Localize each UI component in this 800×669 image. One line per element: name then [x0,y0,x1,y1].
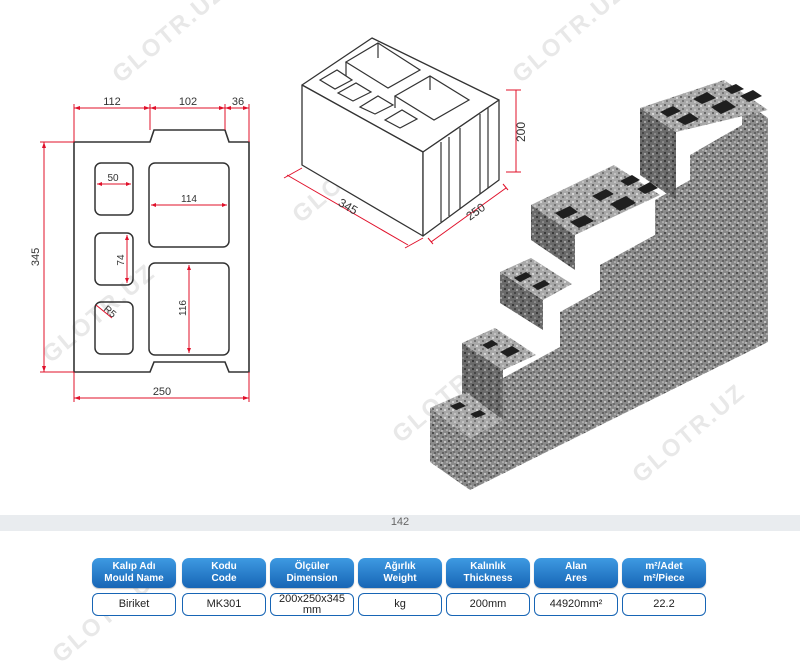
cell-code: MK301 [182,593,266,616]
col-area: Alan Ares 44920mm² [534,558,618,616]
header-tr: Ölçüler [294,561,330,572]
dim-top-middle: 102 [179,96,197,108]
header-dimension: Ölçüler Dimension [270,558,354,588]
cell-mould-name: Biriket [92,593,176,616]
cell-weight: kg [358,593,442,616]
isometric-view: 200 345 250 [283,37,528,249]
header-per-piece: m²/Adet m²/Piece [622,558,706,588]
small-cavity [94,162,134,216]
dim-large-hole-height: 116 [178,300,189,316]
small-cavity [94,232,134,286]
plan-view: 112 102 36 345 50 114 74 116 R5 250 [30,96,250,402]
large-cavity [148,162,230,248]
block-outline [73,129,250,373]
cell-area: 44920mm² [534,593,618,616]
header-en: Weight [383,573,417,584]
dim-bottom-width: 250 [153,386,171,398]
header-en: Ares [564,573,588,584]
iso-dim-length: 345 [336,195,361,217]
cell-thickness: 200mm [446,593,530,616]
header-tr: Kalınlık [470,561,506,572]
header-thickness: Kalınlık Thickness [446,558,530,588]
page-band [0,515,800,531]
col-mould-name: Kalıp Adı Mould Name Biriket [92,558,176,616]
header-area: Alan Ares [534,558,618,588]
header-tr: m²/Adet [645,561,683,572]
header-weight: Ağırlık Weight [358,558,442,588]
cell-per-piece: 22.2 [622,593,706,616]
dim-large-hole-width: 114 [181,194,197,205]
header-tr: Kalıp Adı [112,561,156,572]
cell-dimension: 200x250x345 mm [270,593,354,616]
iso-dim-height: 200 [514,122,528,142]
header-tr: Alan [565,561,587,572]
block-wall-render [430,80,768,490]
header-code: Kodu Code [182,558,266,588]
small-cavity [94,301,134,355]
header-en: Code [211,573,237,584]
header-tr: Kodu [211,561,237,572]
dim-corner-radius: R5 [101,304,118,321]
dim-small-hole-height: 74 [116,254,127,266]
page-number: 142 [390,516,410,528]
dim-top-left: 112 [103,96,121,108]
col-code: Kodu Code MK301 [182,558,266,616]
col-dimension: Ölçüler Dimension 200x250x345 mm [270,558,354,616]
dim-small-hole-width: 50 [107,173,119,184]
col-thickness: Kalınlık Thickness 200mm [446,558,530,616]
dim-height: 345 [30,248,42,266]
header-mould-name: Kalıp Adı Mould Name [92,558,176,588]
technical-drawing: 112 102 36 345 50 114 74 116 R5 250 [30,37,768,490]
header-tr: Ağırlık [384,561,416,572]
dim-top-right: 36 [232,96,244,108]
col-per-piece: m²/Adet m²/Piece 22.2 [622,558,706,616]
large-cavity [148,262,230,356]
header-en: Dimension [286,573,338,584]
header-en: Mould Name [104,573,164,584]
header-en: Thickness [463,573,513,584]
col-weight: Ağırlık Weight kg [358,558,442,616]
header-en: m²/Piece [643,573,685,584]
